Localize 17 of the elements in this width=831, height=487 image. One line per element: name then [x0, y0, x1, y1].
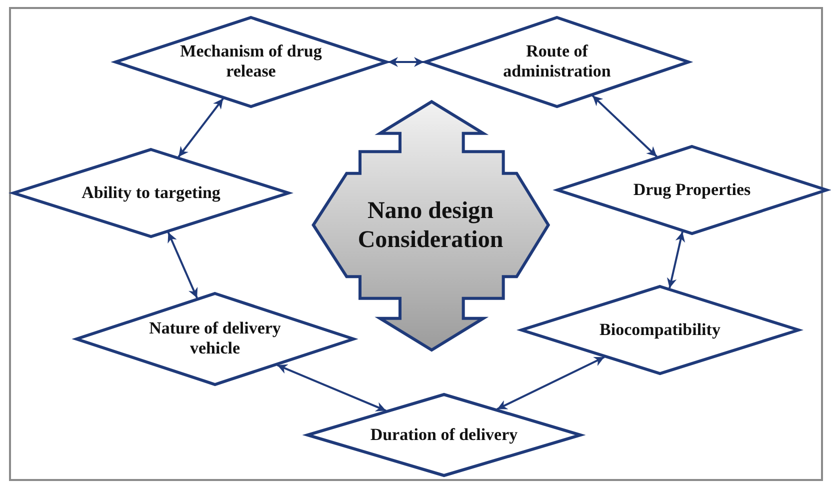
diamond-label: Route of administration	[502, 42, 612, 82]
diamond-label: Drug Properties	[632, 180, 752, 200]
double-arrow	[167, 232, 198, 298]
diamond-label: Duration of delivery	[369, 424, 519, 446]
double-arrow	[178, 98, 224, 158]
center-title: Nano design Consideration	[356, 197, 504, 255]
diamond-label: Nature of delivery vehicle	[148, 318, 282, 360]
diamond-box	[424, 16, 690, 108]
diamond-label: Ability to targeting	[80, 182, 222, 204]
double-arrow	[276, 364, 386, 412]
double-arrow	[592, 94, 658, 158]
diamond-label: Biocompatibility	[598, 320, 722, 340]
double-arrow	[496, 356, 605, 410]
diamond-label: Mechanism of drug release	[179, 42, 323, 82]
double-arrow	[666, 232, 686, 288]
four-way-arrow-shape	[313, 102, 548, 350]
double-arrow	[388, 57, 424, 67]
